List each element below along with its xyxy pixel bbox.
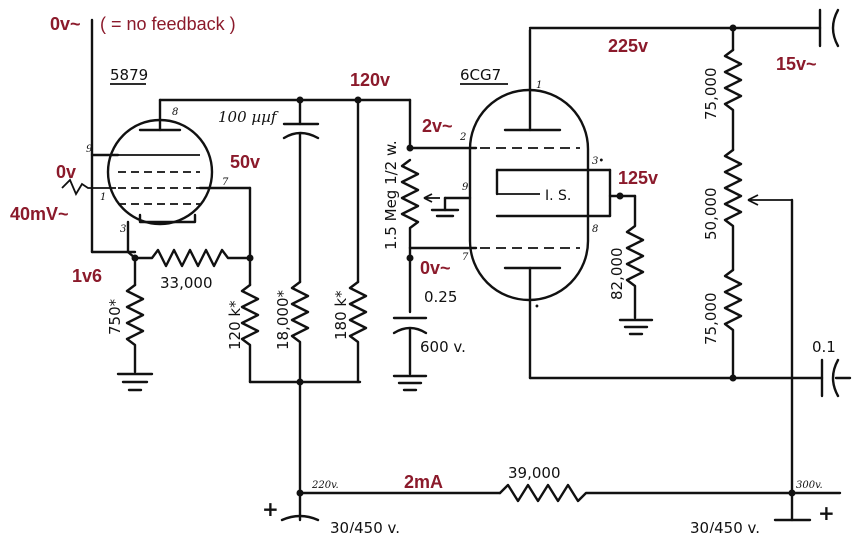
grid-ac-6cg7: 2v~ [422, 116, 453, 136]
node-300v-label: 300v. [796, 480, 823, 491]
feedback-note: ( = no feedback ) [100, 14, 236, 34]
cap-output-top-curve [831, 8, 840, 48]
input-wire [61, 178, 116, 196]
t2-pin9: 9 [462, 182, 469, 193]
plus-right-label: + [818, 501, 835, 525]
input-dc-voltage: 0v [56, 162, 76, 182]
ground-2 [392, 374, 428, 392]
r-39k-label: 39,000 [508, 464, 561, 482]
cathode-voltage-5879: 1v6 [72, 266, 102, 286]
ground-3 [618, 318, 654, 336]
cap-01-label: 0.1 [812, 338, 836, 356]
pot-50k-label: 50,000 [702, 188, 720, 241]
r-750-label: 750* [106, 298, 124, 335]
resistor-82k [625, 194, 645, 320]
t1-pin9: 9 [86, 144, 93, 155]
resistor-75k-bottom [723, 268, 743, 380]
cap-right-rating-label: 30/450 v. [690, 519, 760, 533]
r-18k-label: 18,000* [274, 290, 292, 350]
resistor-33k [133, 248, 252, 268]
cap-025-bottom [392, 326, 428, 335]
cap-100pf-label: 100 µµf [218, 108, 279, 126]
tube1-label: 5879 [110, 66, 148, 84]
cap-01-curve [831, 358, 840, 398]
t2-pin-k: • [534, 302, 540, 313]
plate-voltage-6cg7: 225v [608, 36, 648, 56]
ground-pot [430, 196, 472, 218]
plus-left-label: + [262, 497, 279, 521]
pot-1-5meg [400, 158, 420, 250]
feedback-voltage: 0v~ [50, 14, 81, 34]
output-ac-voltage: 15v~ [776, 54, 817, 74]
cap-30-450-left [280, 514, 320, 522]
r-75k-top-label: 75,000 [702, 68, 720, 121]
cap-025-label: 0.25 [424, 288, 457, 306]
tube2-label: 6CG7 [460, 66, 501, 84]
r-75k-bottom-label: 75,000 [702, 293, 720, 346]
grid-out-ac-6cg7: 0v~ [420, 258, 451, 278]
node-220v-label: 220v. [311, 480, 339, 491]
cap-left-rating-label: 30/450 v. [330, 519, 400, 533]
plate-voltage-5879: 50v [230, 152, 260, 172]
r-82k-label: 82,000 [608, 248, 626, 301]
resistor-18k [290, 280, 310, 384]
input-ac-voltage: 40mV~ [10, 204, 69, 224]
ground-1 [116, 372, 154, 392]
supply-current: 2mA [404, 472, 443, 492]
t2-pin2: 2 [459, 132, 466, 143]
tube-5879 [106, 98, 214, 254]
r-180k-label: 180 k* [332, 290, 350, 340]
is-label: I. S. [545, 188, 571, 204]
t2-pin7: 7 [462, 252, 469, 263]
pot-50k [723, 148, 743, 272]
t1-pin1: 1 [100, 192, 106, 203]
resistor-120k [240, 283, 260, 384]
t1-pin7: 7 [222, 177, 229, 188]
cap-600v-label: 600 v. [420, 338, 466, 356]
t2-pin8: 8 [592, 224, 598, 235]
pot-50k-wiper [747, 194, 792, 206]
b-plus-120v: 120v [350, 70, 390, 90]
t2-pin1: 1 [536, 80, 542, 91]
resistor-75k-top [723, 48, 743, 152]
tube-6cg7 [468, 88, 612, 302]
resistor-39k [498, 483, 794, 503]
pot-1-5meg-label: 1.5 Meg 1/2 w. [382, 140, 400, 250]
t1-pin8: 8 [172, 107, 178, 118]
r-33k-label: 33,000 [160, 274, 213, 292]
resistor-180k [348, 280, 368, 384]
t2-pin3: 3• [592, 156, 604, 167]
r-120k-label: 120 k* [226, 300, 244, 350]
cathode-voltage-6cg7: 125v [618, 168, 658, 188]
t1-pin3: 3 [120, 224, 126, 235]
resistor-750 [125, 283, 145, 374]
